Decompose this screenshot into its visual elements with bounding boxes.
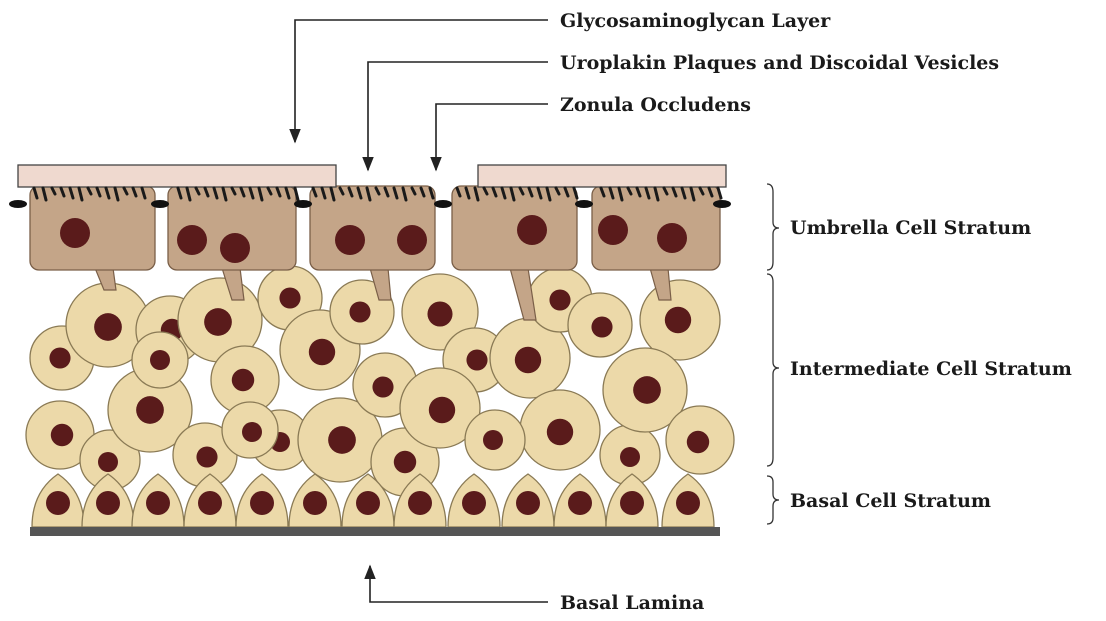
intermediate-nucleus <box>620 447 640 467</box>
basal-nucleus <box>46 491 70 515</box>
umbrella-nucleus <box>220 233 250 263</box>
intermediate-nucleus <box>136 396 164 424</box>
intermediate-nucleus <box>591 316 612 337</box>
basal-stratum-label: Basal Cell Stratum <box>790 490 991 512</box>
umbrella-stratum-label: Umbrella Cell Stratum <box>790 217 1031 239</box>
uroplakin-arrow <box>368 62 548 170</box>
intermediate-nucleus <box>150 350 170 370</box>
intermediate-nucleus <box>51 424 73 446</box>
zonula-arrow <box>436 104 548 170</box>
basal-nucleus <box>303 491 327 515</box>
umbrella-cell <box>30 186 155 270</box>
gag-plate <box>18 165 336 187</box>
basal-nucleus <box>198 491 222 515</box>
basal-brace <box>767 476 779 524</box>
intermediate-brace <box>767 274 779 466</box>
intermediate-nucleus <box>232 369 254 391</box>
intermediate-nucleus <box>665 307 691 333</box>
intermediate-nucleus <box>394 451 416 473</box>
intermediate-nucleus <box>279 287 300 308</box>
gag-plate <box>478 165 726 187</box>
intermediate-nucleus <box>547 419 573 445</box>
intermediate-nucleus <box>98 452 118 472</box>
intermediate-nucleus <box>483 430 503 450</box>
gag-arrow <box>295 20 548 142</box>
tissue <box>9 165 734 536</box>
basal-lamina-band <box>30 527 720 536</box>
junction-dot <box>9 200 27 208</box>
basal-nucleus <box>516 491 540 515</box>
basal-cell-layer <box>32 474 714 527</box>
junction-dot <box>713 200 731 208</box>
intermediate-nucleus <box>196 446 217 467</box>
junction-dot <box>434 200 452 208</box>
intermediate-nucleus <box>549 289 570 310</box>
basal-nucleus <box>250 491 274 515</box>
basal-nucleus <box>462 491 486 515</box>
junction-dot <box>151 200 169 208</box>
intermediate-nucleus <box>349 301 370 322</box>
uroplakin-label: Uroplakin Plaques and Discoidal Vesicles <box>560 52 999 74</box>
basal-nucleus <box>356 491 380 515</box>
junction-dot <box>294 200 312 208</box>
intermediate-nucleus <box>466 349 487 370</box>
basal-nucleus <box>568 491 592 515</box>
intermediate-nucleus <box>328 426 356 454</box>
intermediate-nucleus <box>429 397 455 423</box>
basal-nucleus <box>620 491 644 515</box>
intermediate-nucleus <box>242 422 262 442</box>
intermediate-nucleus <box>633 376 661 404</box>
umbrella-nucleus <box>177 225 207 255</box>
glycosaminoglycan-plates <box>18 165 726 187</box>
umbrella-nucleus <box>397 225 427 255</box>
basal-lamina-label: Basal Lamina <box>560 592 704 614</box>
intermediate-nucleus <box>309 339 335 365</box>
intermediate-nucleus <box>204 308 232 336</box>
junction-dot <box>575 200 593 208</box>
intermediate-nucleus <box>372 376 393 397</box>
braces <box>767 184 779 524</box>
basal-nucleus <box>408 491 432 515</box>
umbrella-nucleus <box>598 215 628 245</box>
basal-lamina-arrow <box>370 566 548 602</box>
intermediate-nucleus <box>687 431 709 453</box>
intermediate-nucleus <box>427 301 452 326</box>
umbrella-nucleus <box>517 215 547 245</box>
umbrella-cell-layer <box>30 186 720 270</box>
gag-layer-label: Glycosaminoglycan Layer <box>560 10 831 32</box>
zonula-label: Zonula Occludens <box>560 94 751 116</box>
intermediate-nucleus <box>94 313 122 341</box>
intermediate-stratum-label: Intermediate Cell Stratum <box>790 358 1072 380</box>
umbrella-nucleus <box>60 218 90 248</box>
basal-nucleus <box>146 491 170 515</box>
umbrella-nucleus <box>335 225 365 255</box>
umbrella-brace <box>767 184 779 270</box>
basal-nucleus <box>96 491 120 515</box>
basal-nucleus <box>676 491 700 515</box>
intermediate-nucleus <box>49 347 70 368</box>
umbrella-stalk <box>510 268 536 320</box>
intermediate-nucleus <box>515 347 541 373</box>
umbrella-nucleus <box>657 223 687 253</box>
